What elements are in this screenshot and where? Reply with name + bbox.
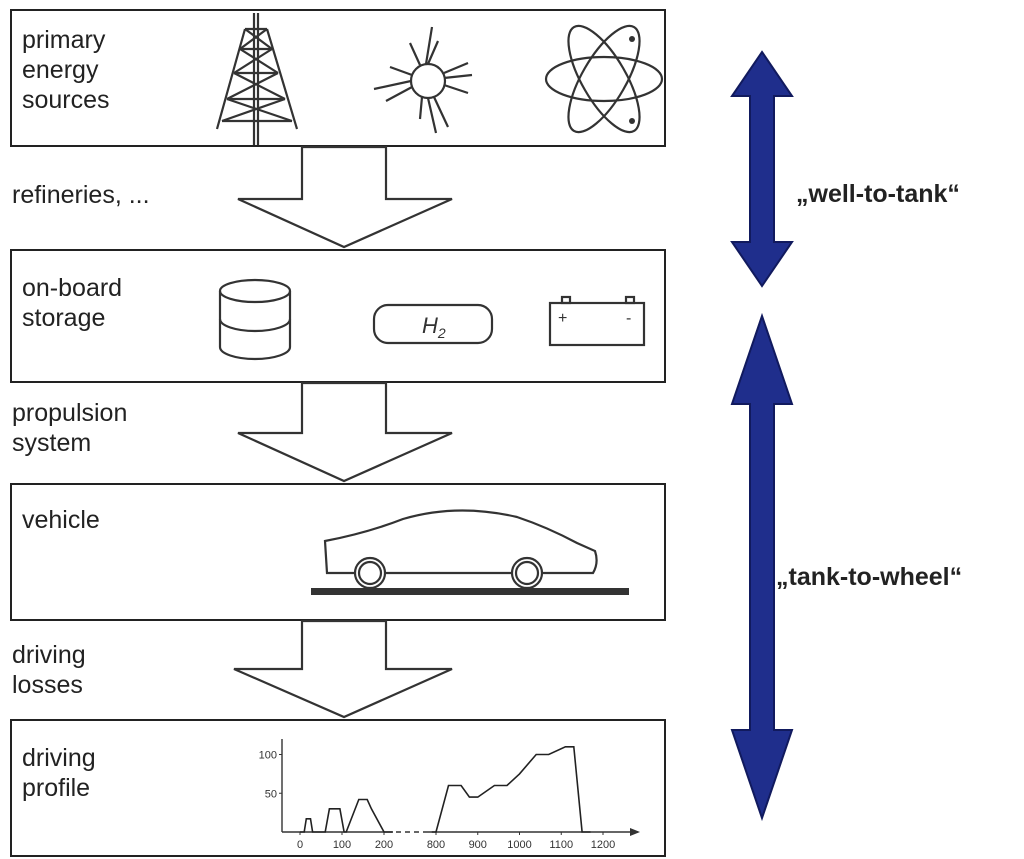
primary-energy-label: primary energy sources [22,26,110,114]
down-arrow-propulsion [237,381,453,483]
well-to-tank-label: „well-to-tank“ [796,180,960,208]
down-arrow-losses [233,619,453,719]
h2-subscript: 2 [437,325,446,341]
tank-to-wheel-label: „tank-to-wheel“ [776,563,963,591]
car-icon [311,509,629,595]
battery-icon: + - [548,295,646,347]
driving-losses-label: driving losses [12,641,86,699]
sun-icon [373,26,473,134]
primary-energy-box: primary energy sources [10,9,666,147]
speed-profile-line-2 [431,745,591,833]
svg-text:H2: H2 [422,313,446,341]
battery-plus: + [558,310,567,327]
down-arrow-refineries [237,145,453,249]
x-tick-label: 1000 [507,839,531,851]
tank-to-wheel-arrow [730,312,794,822]
on-board-storage-box: on-board storage H2 + - [10,249,666,383]
x-tick-label: 0 [297,839,303,851]
vehicle-box: vehicle [10,483,666,621]
x-tick-label: 900 [469,839,487,851]
battery-minus: - [626,310,631,327]
speed-profile-line-1 [300,798,393,833]
driving-profile-chart: 0 100 200 800 900 1000 1100 1200 50 100 [259,739,640,851]
x-tick-label: 800 [427,839,445,851]
tank-cylinder-icon [218,278,292,361]
y-tick-label: 50 [265,788,277,800]
x-axis-arrowhead [630,828,640,836]
well-to-tank-arrow [730,50,794,288]
x-tick-label: 1200 [591,839,615,851]
on-board-storage-label: on-board storage [22,274,123,332]
vehicle-label: vehicle [22,506,100,534]
y-tick-label: 100 [259,750,277,762]
atom-icon [544,24,664,134]
oil-derrick-icon [215,13,299,145]
h2-text: H [422,313,438,338]
x-tick-label: 100 [333,839,351,851]
x-tick-label: 200 [375,839,393,851]
driving-profile-box: driving profile 0 100 200 800 900 1000 1100 120… [10,719,666,857]
hydrogen-tank-icon: H2 [372,303,494,345]
x-tick-label: 1100 [549,839,573,851]
propulsion-system-label: propulsion system [12,399,128,457]
refineries-label: refineries, ... [12,181,150,209]
driving-profile-label: driving profile [22,744,96,802]
